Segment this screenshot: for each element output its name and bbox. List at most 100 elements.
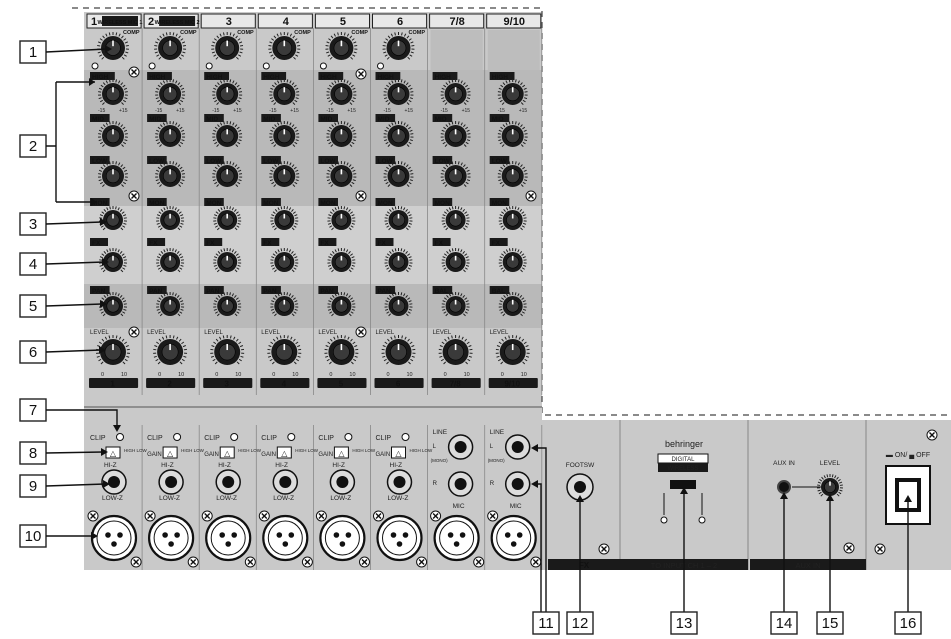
high-label: HIGH: [435, 74, 452, 81]
gain-label: GAIN: [261, 452, 276, 458]
mic-label: MIC: [510, 503, 522, 510]
high-label: HIGH: [263, 74, 280, 81]
screw-icon: [599, 544, 609, 554]
eq-max-label: +15: [290, 108, 299, 114]
knob-tick: [395, 32, 396, 35]
screw-icon: [129, 327, 139, 337]
screw-icon: [844, 543, 854, 553]
gain-label: GAIN: [204, 452, 219, 458]
hiz-triangle: △: [224, 449, 231, 458]
xlr-pin: [162, 532, 168, 538]
mon-label: MON: [206, 200, 221, 207]
xlr-inner: [383, 521, 417, 555]
screw-icon: [356, 327, 366, 337]
knob-tick: [395, 121, 396, 124]
usb-slot[interactable]: [670, 480, 696, 489]
low-label: LOW: [263, 158, 279, 165]
screw-icon: [259, 511, 269, 521]
channel-header-number: 4: [283, 16, 290, 28]
knob-tick: [458, 121, 459, 124]
pan-label: PAN: [263, 288, 277, 295]
knob-tick: [230, 248, 231, 251]
callout-number: 12: [572, 615, 589, 632]
screw-icon: [316, 511, 326, 521]
knob-tick: [287, 292, 288, 295]
knob-tick: [401, 121, 402, 124]
knob-tick: [166, 32, 167, 35]
knob-tick: [287, 206, 288, 209]
channel-header-number: 7/8: [450, 16, 465, 28]
aux-in-jack[interactable]: [778, 481, 790, 493]
line-r-jack-hole: [455, 478, 467, 490]
level-max: 10: [349, 372, 355, 378]
channel-header-number: 6: [397, 16, 403, 28]
hiz-jack-hole: [279, 476, 291, 488]
xlr-pin: [105, 532, 111, 538]
channel-header-number: 1: [91, 16, 97, 28]
knob-tick: [166, 335, 167, 338]
clip-label: CLIP: [90, 435, 106, 442]
mid-label: MID: [206, 116, 218, 123]
knob-tick: [281, 292, 282, 295]
knob-tick: [109, 161, 110, 164]
level-label: LEVEL: [90, 330, 109, 336]
xlr-pin: [219, 532, 225, 538]
knob-tick: [344, 248, 345, 251]
screw-icon: [431, 511, 441, 521]
hiz-triangle: △: [110, 449, 117, 458]
knob-tick: [167, 248, 168, 251]
knob-tick: [109, 79, 110, 82]
knob-tick: [230, 335, 231, 338]
callout-number: 13: [676, 615, 693, 632]
screw-icon: [360, 557, 370, 567]
channel-number-label: 7/8: [450, 380, 462, 389]
knob-tick: [224, 161, 225, 164]
fx-label: FX: [92, 240, 101, 247]
knob-tick: [401, 248, 402, 251]
xlr-pin: [391, 532, 397, 538]
line-l-jack-hole: [512, 441, 524, 453]
knob-tick: [338, 32, 339, 35]
knob-tick: [173, 206, 174, 209]
knob-tick: [452, 121, 453, 124]
mic-label: MIC: [453, 503, 465, 510]
knob-tick: [515, 292, 516, 295]
hiz-jack-hole: [108, 476, 120, 488]
eq-max-label: +15: [176, 108, 185, 114]
knob-tick: [345, 335, 346, 338]
knob-tick: [224, 206, 225, 209]
knob-tick: [110, 248, 111, 251]
level-label: LEVEL: [490, 330, 509, 336]
high-low-label: HIGH LOW: [295, 448, 319, 453]
level-min: 0: [215, 372, 218, 378]
knob-tick: [287, 121, 288, 124]
knob-tick: [395, 248, 396, 251]
gain-label: GAIN: [376, 452, 391, 458]
mid-label: MID: [320, 116, 332, 123]
clip-led: [288, 434, 295, 441]
hiz-triangle: △: [338, 449, 345, 458]
callout-number: 4: [29, 256, 37, 273]
pan-label: BAL: [492, 288, 505, 295]
channel-number-label: 1: [110, 380, 115, 389]
fx-label: FX: [149, 240, 158, 247]
knob-tick: [167, 79, 168, 82]
line-r-label: R: [490, 481, 495, 487]
channel-header-number: 3: [226, 16, 232, 28]
eq-min-label: -15: [98, 108, 105, 114]
high-label: HIGH: [149, 74, 166, 81]
knob-tick: [281, 206, 282, 209]
xlr-inner: [154, 521, 188, 555]
knob-tick: [116, 121, 117, 124]
knob-tick: [109, 121, 110, 124]
knob-tick: [173, 292, 174, 295]
knob-tick: [280, 335, 281, 338]
hiz-triangle: △: [281, 449, 288, 458]
line-label: LINE: [433, 429, 448, 436]
level-label: LEVEL: [261, 330, 280, 336]
xlr-inner: [440, 521, 474, 555]
level-label: LEVEL: [204, 330, 223, 336]
callout-number: 1: [29, 44, 37, 61]
lowz-label: LOW-Z: [216, 495, 237, 502]
level-max: 10: [464, 372, 470, 378]
